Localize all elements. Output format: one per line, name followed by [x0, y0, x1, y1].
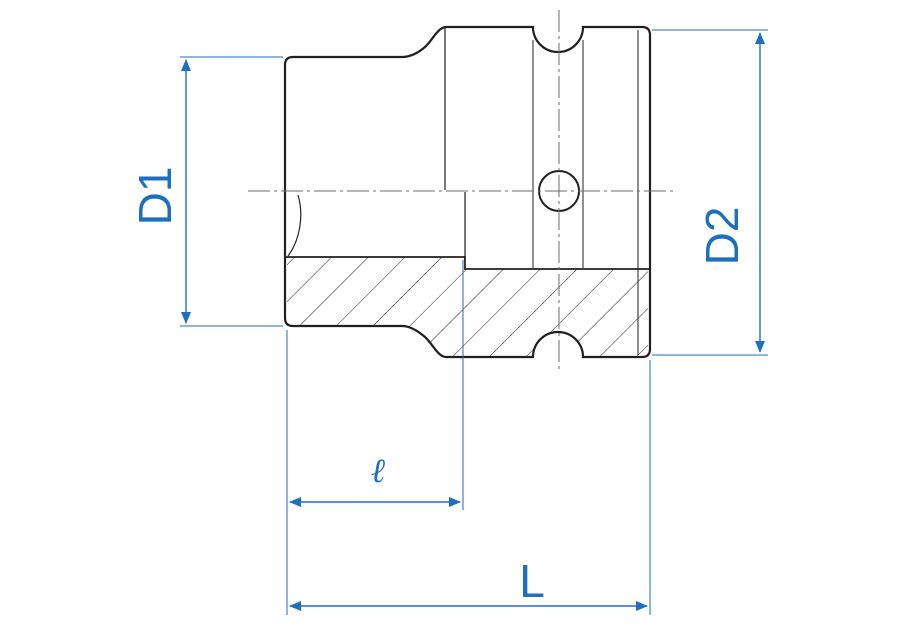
- label-l-total: L: [519, 555, 545, 607]
- socket-outline: [283, 25, 652, 359]
- label-d2: D2: [696, 207, 748, 266]
- extension-lines: [180, 29, 768, 615]
- section-boundary: [285, 256, 650, 270]
- section-hatch: [287, 257, 648, 357]
- label-d1: D1: [129, 167, 181, 226]
- chamfer-curve: [287, 194, 302, 257]
- label-l-small: ℓ: [371, 451, 385, 491]
